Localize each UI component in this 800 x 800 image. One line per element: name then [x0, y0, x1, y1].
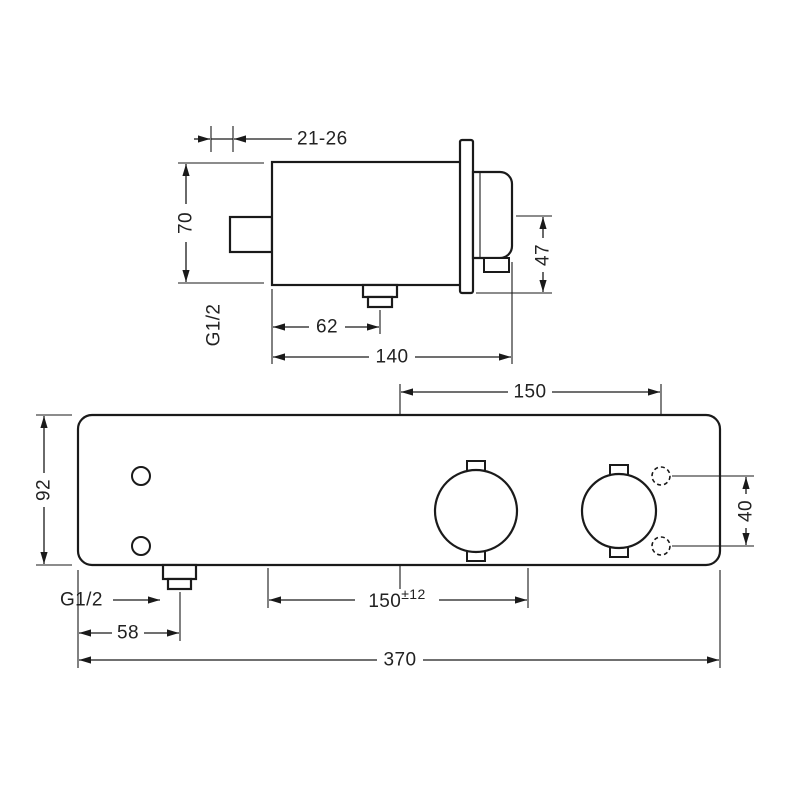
label-mask	[309, 318, 345, 336]
dim-spout-offset-and-depth: 62 140	[271, 262, 513, 368]
label-mask	[112, 624, 144, 642]
wall-fixing-hole-dashed	[651, 536, 671, 556]
label-mask	[369, 348, 415, 366]
dim-projection-range: 21-26	[194, 126, 348, 152]
dim-center-to-hole: 150	[401, 382, 660, 403]
dim-label-supply-spacing: 150±12	[368, 586, 425, 612]
dim-label-total-depth: 140	[376, 347, 409, 368]
dim-label-center-to-hole: 150	[514, 382, 547, 403]
dim-label-projection-range: 21-26	[297, 129, 348, 150]
side-body-outline	[270, 160, 464, 287]
front-view: 150 92 40 G1/2	[34, 382, 757, 671]
dim-supply-spacing-value: 150	[368, 591, 401, 612]
dim-label-hole-gap: 40	[736, 500, 757, 522]
side-spout	[228, 215, 274, 254]
side-handle-knob	[471, 170, 514, 260]
dim-label-handle-to-base: 47	[533, 244, 554, 266]
side-fitting-upper	[361, 283, 399, 299]
mounting-hole	[131, 466, 151, 486]
label-mask	[377, 651, 423, 669]
thread-label-side-group: G1/2	[204, 304, 225, 347]
thread-label-front: G1/2	[60, 590, 103, 611]
dim-handle-to-base: 47	[476, 215, 554, 294]
front-outlet-lower	[166, 577, 193, 591]
dim-label-spout-offset: 62	[316, 317, 338, 338]
dim-total-width: 370	[79, 570, 721, 671]
label-mask	[34, 473, 54, 507]
label-mask	[355, 589, 439, 610]
mounting-hole	[131, 536, 151, 556]
volume-knob	[580, 472, 658, 550]
label-mask	[533, 238, 553, 272]
dim-supply-spacing: 150±12	[267, 568, 529, 612]
dim-outlet-offset: 58	[77, 570, 181, 668]
wall-fixing-hole-dashed	[651, 466, 671, 486]
dim-supply-tolerance-value: ±12	[401, 586, 425, 602]
side-fitting-lower	[366, 295, 394, 309]
temperature-knob	[433, 468, 519, 554]
thread-label-front-group: G1/2	[60, 590, 160, 611]
dim-front-height: 92	[34, 414, 72, 566]
label-mask	[736, 494, 756, 528]
side-view: 21-26 70 G1/2 62 140	[176, 126, 554, 368]
label-mask	[176, 204, 196, 242]
dim-label-total-width: 370	[384, 650, 417, 671]
dim-body-height: 70	[176, 162, 264, 284]
dim-label-front-height: 92	[34, 479, 55, 501]
dim-label-body-height: 70	[176, 212, 197, 234]
thread-label-side: G1/2	[204, 304, 225, 347]
front-outlet-upper	[161, 563, 198, 581]
dim-hole-gap: 40	[672, 475, 757, 547]
front-body-outline	[76, 413, 722, 567]
side-wall-plate	[458, 138, 475, 295]
dim-label-outlet-offset: 58	[117, 623, 139, 644]
side-handle-button	[483, 257, 510, 273]
label-mask	[508, 383, 552, 401]
